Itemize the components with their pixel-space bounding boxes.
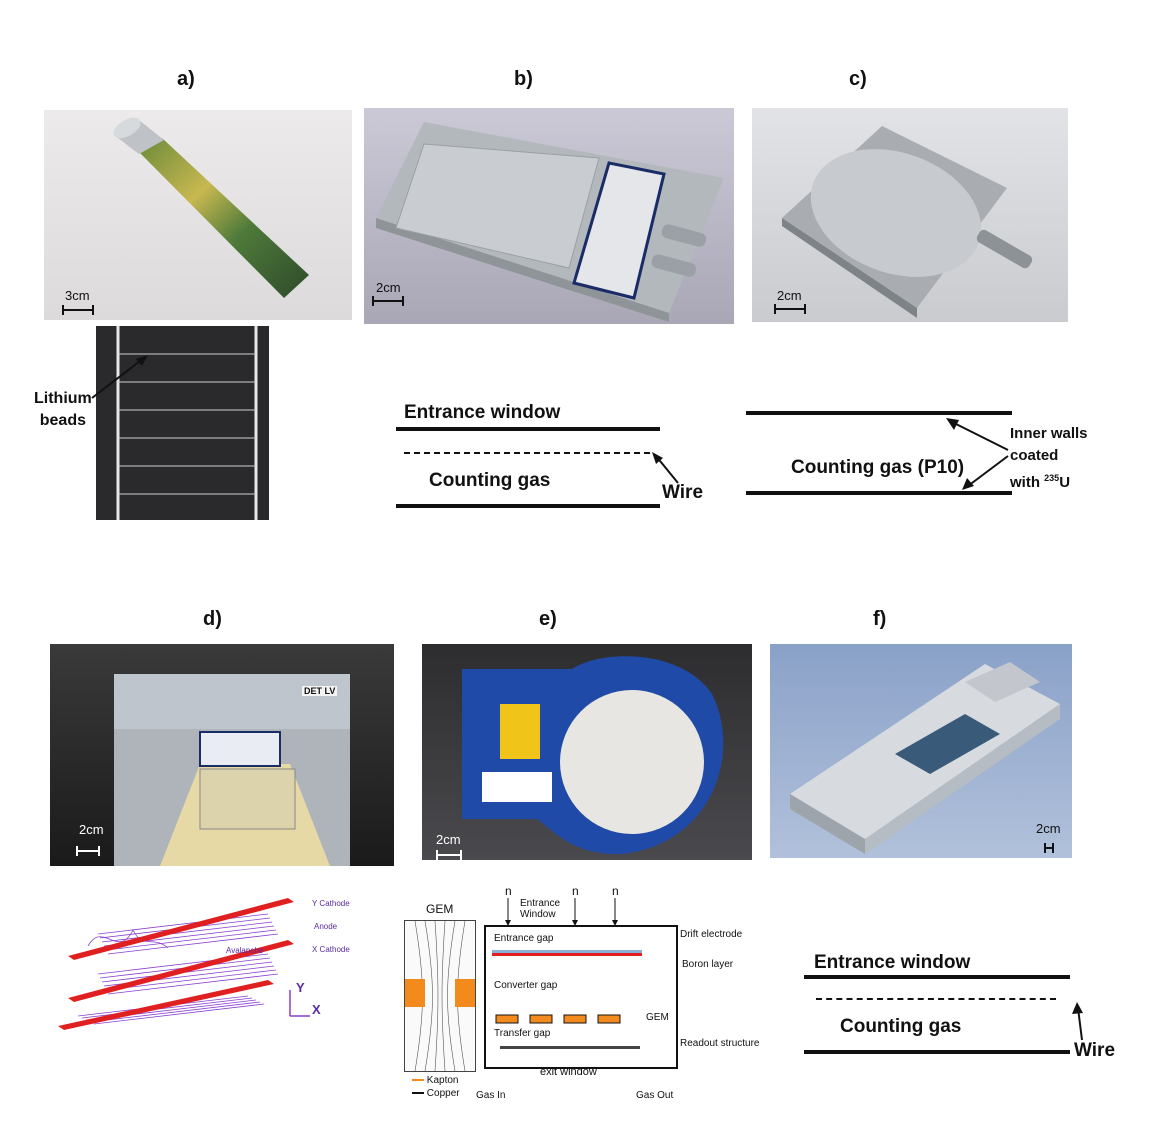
lithium-arrow xyxy=(91,355,148,399)
gas-out-label: Gas Out xyxy=(636,1090,674,1101)
2d-detector-drawing xyxy=(114,674,350,866)
scale-bar-c: 2cm xyxy=(774,288,810,318)
lithium-beads-label: Lithium beads xyxy=(34,388,92,432)
diagram-b-window-line xyxy=(396,427,660,431)
diagram-f-counting-gas-label: Counting gas xyxy=(840,1016,962,1037)
diagram-b-bottom-line xyxy=(396,504,660,508)
scale-label-d: 2cm xyxy=(79,822,104,837)
scale-bar-a: 3cm xyxy=(62,288,98,318)
diagram-c-bottom-wall xyxy=(746,491,1012,495)
photo-f-compact-detector xyxy=(770,644,1072,858)
diagram-b-wire-arrow xyxy=(652,452,679,484)
diagram-b-wire-line xyxy=(404,452,650,454)
anode-label: Anode xyxy=(314,922,338,931)
panel-label-f: f) xyxy=(873,608,887,630)
diagram-f-window-line xyxy=(804,975,1070,979)
exit-window-label: exit window xyxy=(540,1066,597,1078)
entrance-gap-label: Entrance gap xyxy=(494,933,554,944)
photo-d-2d-detector: DET LV xyxy=(50,644,394,866)
diagram-f-wire-label: Wire xyxy=(1074,1040,1116,1061)
converter-gap-label: Converter gap xyxy=(494,980,558,991)
gem-detector-box xyxy=(484,925,678,1069)
panel-label-a: a) xyxy=(177,68,195,90)
walls-line-2: coated xyxy=(1010,447,1059,464)
kapton-legend: Kapton xyxy=(412,1075,458,1086)
photo-c-round-detector xyxy=(752,108,1068,322)
y-cathode-label: Y Cathode xyxy=(312,899,350,908)
det-lv-tag: DET LV xyxy=(302,686,338,696)
lithium-label-line2: beads xyxy=(39,412,86,429)
diagram-f-wire-line xyxy=(816,998,1056,1000)
gas-in-label: Gas In xyxy=(476,1090,506,1101)
photo-a-lithium-beads xyxy=(96,326,269,520)
boron-layer-line xyxy=(492,953,642,956)
gem-inset xyxy=(404,920,476,1072)
gem-foil-label: GEM xyxy=(646,1012,669,1023)
drift-electrode-line xyxy=(492,950,642,953)
drift-electrode-label: Drift electrode xyxy=(680,929,743,940)
scale-label-b: 2cm xyxy=(376,280,401,295)
panel-label-c: c) xyxy=(849,68,867,90)
avalanche-label: Avalanche xyxy=(226,946,264,955)
diagram-c-walls-label: Inner walls coated with 235U xyxy=(1010,423,1088,494)
scale-label-f: 2cm xyxy=(1036,821,1061,836)
scale-bar-b: 2cm xyxy=(372,280,408,310)
gem-detector-drawing xyxy=(462,656,724,855)
walls-line-3: with 235U xyxy=(1010,473,1071,491)
scale-label-e: 2cm xyxy=(436,832,461,847)
neutron-1: n xyxy=(505,884,512,898)
diagram-f-bottom-line xyxy=(804,1050,1070,1054)
diagram-f-entrance-window-label: Entrance window xyxy=(814,952,971,973)
diagram-b-counting-gas-label: Counting gas xyxy=(429,470,551,491)
photo-e-gem-detector xyxy=(422,644,752,860)
diagram-f-wire-arrow xyxy=(1072,1002,1083,1041)
readout-structure-label: Readout structure xyxy=(680,1038,760,1049)
neutron-3: n xyxy=(612,884,619,898)
diagram-d-wire-planes xyxy=(58,898,310,1030)
scale-bar-f: 2cm xyxy=(1036,821,1072,855)
transfer-gap-label: Transfer gap xyxy=(494,1028,551,1039)
flat-detector-b-drawing xyxy=(376,122,724,322)
x-axis-label: X xyxy=(312,1002,321,1017)
gem-field-lines xyxy=(405,920,475,1072)
gem-inset-title: GEM xyxy=(426,902,454,916)
y-axis-label: Y xyxy=(296,980,305,995)
panel-label-e: e) xyxy=(539,608,557,630)
photo-b-flat-detector xyxy=(364,108,734,324)
photo-a-tube-detector xyxy=(44,110,352,320)
round-detector-drawing xyxy=(782,126,1033,318)
diagram-c-counting-gas-label: Counting gas (P10) xyxy=(791,457,965,478)
diagram-b-wire-label: Wire xyxy=(662,482,704,503)
panel-label-b: b) xyxy=(514,68,533,90)
walls-line-1: Inner walls xyxy=(1010,425,1088,442)
diagram-b-entrance-window-label: Entrance window xyxy=(404,402,561,423)
gem-foils xyxy=(495,1014,621,1024)
scale-bar-e: 2cm xyxy=(436,832,472,866)
readout-line xyxy=(500,1046,640,1049)
scale-label-c: 2cm xyxy=(777,288,802,303)
neutron-2: n xyxy=(572,884,579,898)
tube-detector-drawing xyxy=(113,117,309,298)
copper-legend: Copper xyxy=(412,1088,460,1099)
scale-bar-d: 2cm xyxy=(76,822,112,858)
scale-label-a: 3cm xyxy=(65,288,90,303)
diagram-c-top-wall xyxy=(746,411,1012,415)
lithium-label-line1: Lithium xyxy=(34,390,92,407)
compact-detector-drawing xyxy=(790,662,1060,854)
diagram-c-walls-arrows xyxy=(946,418,1009,490)
bead-strings-drawing xyxy=(116,326,258,520)
panel-label-d: d) xyxy=(203,608,222,630)
neutron-arrows xyxy=(505,898,618,926)
x-cathode-label: X Cathode xyxy=(312,945,350,954)
boron-layer-label: Boron layer xyxy=(682,959,734,970)
